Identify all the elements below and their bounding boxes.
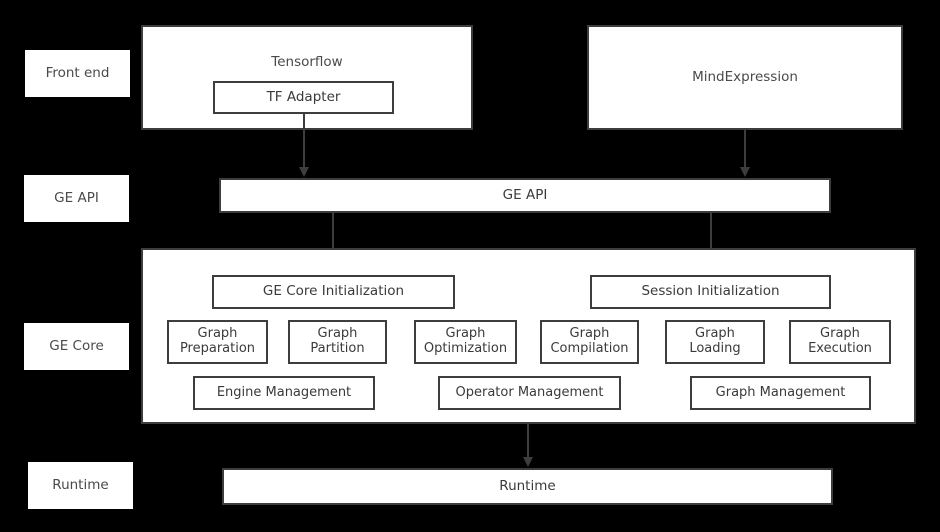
stage-graph-optimization[interactable]: Graph Optimization	[414, 320, 517, 364]
runtime-bar[interactable]: Runtime	[222, 468, 833, 505]
frontend-mindexpression-box[interactable]: MindExpression	[587, 25, 903, 130]
layer-label-ge-api: GE API	[24, 175, 129, 222]
tensorflow-label: Tensorflow	[271, 54, 343, 70]
manager-engine-management[interactable]: Engine Management	[193, 376, 375, 410]
tf-adapter-box[interactable]: TF Adapter	[213, 81, 394, 114]
mindexpression-label: MindExpression	[692, 68, 798, 85]
ge-core-initialization-box[interactable]: GE Core Initialization	[212, 275, 455, 309]
stage-graph-compilation[interactable]: Graph Compilation	[540, 320, 639, 364]
session-initialization-box[interactable]: Session Initialization	[590, 275, 831, 309]
layer-label-runtime: Runtime	[28, 462, 133, 509]
layer-label-front-end: Front end	[25, 50, 130, 97]
arrow-tf-adapter-to-ge-api	[299, 113, 309, 177]
ge-api-bar[interactable]: GE API	[219, 178, 831, 213]
manager-graph-management[interactable]: Graph Management	[690, 376, 871, 410]
arrow-mindexpression-to-ge-api	[740, 130, 750, 177]
stage-graph-loading[interactable]: Graph Loading	[665, 320, 765, 364]
frontend-tensorflow-container: Tensorflow	[141, 25, 473, 130]
stage-graph-execution[interactable]: Graph Execution	[789, 320, 891, 364]
stage-graph-preparation[interactable]: Graph Preparation	[167, 320, 268, 364]
stage-graph-partition[interactable]: Graph Partition	[288, 320, 387, 364]
arrow-ge-core-to-runtime	[523, 424, 533, 467]
manager-operator-management[interactable]: Operator Management	[438, 376, 621, 410]
layer-label-ge-core: GE Core	[24, 323, 129, 370]
